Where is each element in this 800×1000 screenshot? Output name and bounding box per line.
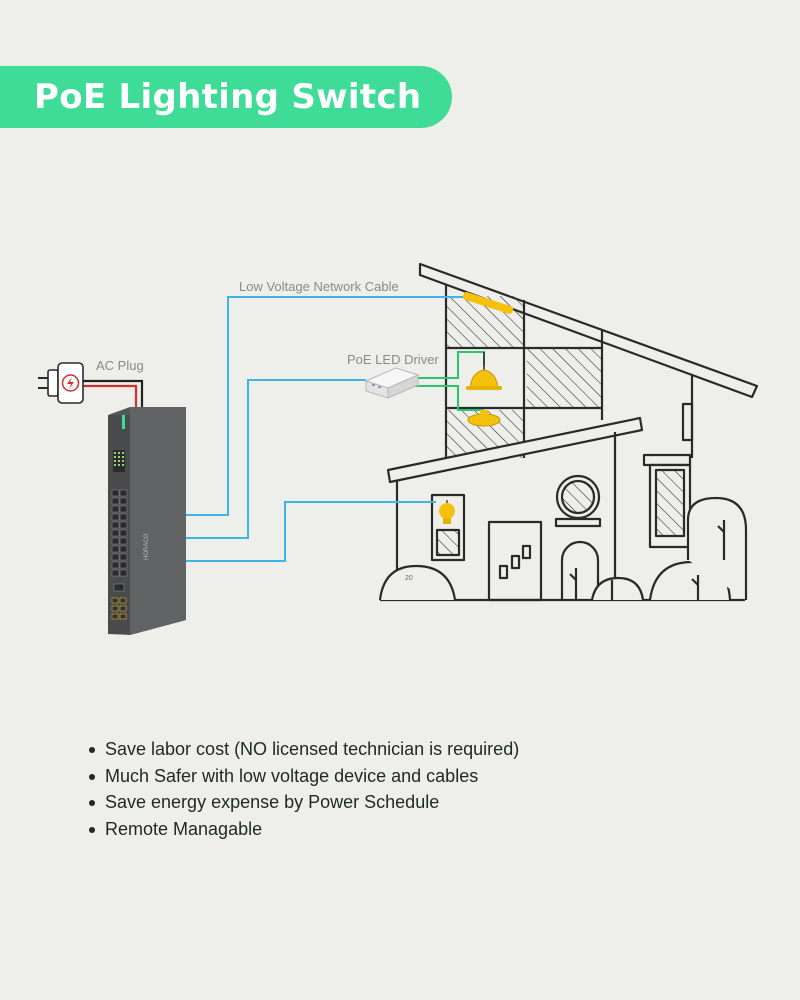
feature-list: Save labor cost (NO licensed technician … (86, 736, 519, 842)
title-banner: PoE Lighting Switch (0, 66, 452, 128)
power-cables (82, 379, 144, 412)
page-title: PoE Lighting Switch (34, 77, 422, 117)
poe-switch: HORACO (108, 407, 186, 635)
bush-mid (590, 576, 645, 601)
ac-plug (38, 362, 84, 404)
poe-led-driver (364, 367, 420, 399)
ceiling-lamp (467, 410, 501, 427)
strip-light (462, 291, 514, 315)
pendant-lamp (466, 352, 502, 390)
rj45-port-column (111, 489, 128, 577)
wall-lamp-bulb (439, 500, 455, 524)
sfp-ports (111, 597, 127, 620)
feature-item: Save labor cost (NO licensed technician … (86, 736, 519, 763)
label-ac-plug: AC Plug (96, 358, 144, 373)
tree-right (686, 496, 748, 600)
house-number: 20 (405, 575, 413, 582)
lightning-icon (67, 377, 74, 389)
switch-brand-label: HORACO (144, 533, 150, 560)
arched-window (560, 540, 600, 600)
label-network-cable: Low Voltage Network Cable (239, 279, 399, 294)
bush-left (378, 564, 457, 601)
cable-to-led-driver (130, 379, 366, 539)
feature-item: Save energy expense by Power Schedule (86, 789, 519, 816)
door (487, 520, 543, 602)
house (378, 262, 759, 602)
cable-to-wall-lamp (130, 501, 436, 562)
label-led-driver: PoE LED Driver (347, 352, 439, 367)
feature-item: Remote Managable (86, 816, 519, 843)
feature-item: Much Safer with low voltage device and c… (86, 763, 519, 790)
lower-roof (386, 416, 644, 484)
